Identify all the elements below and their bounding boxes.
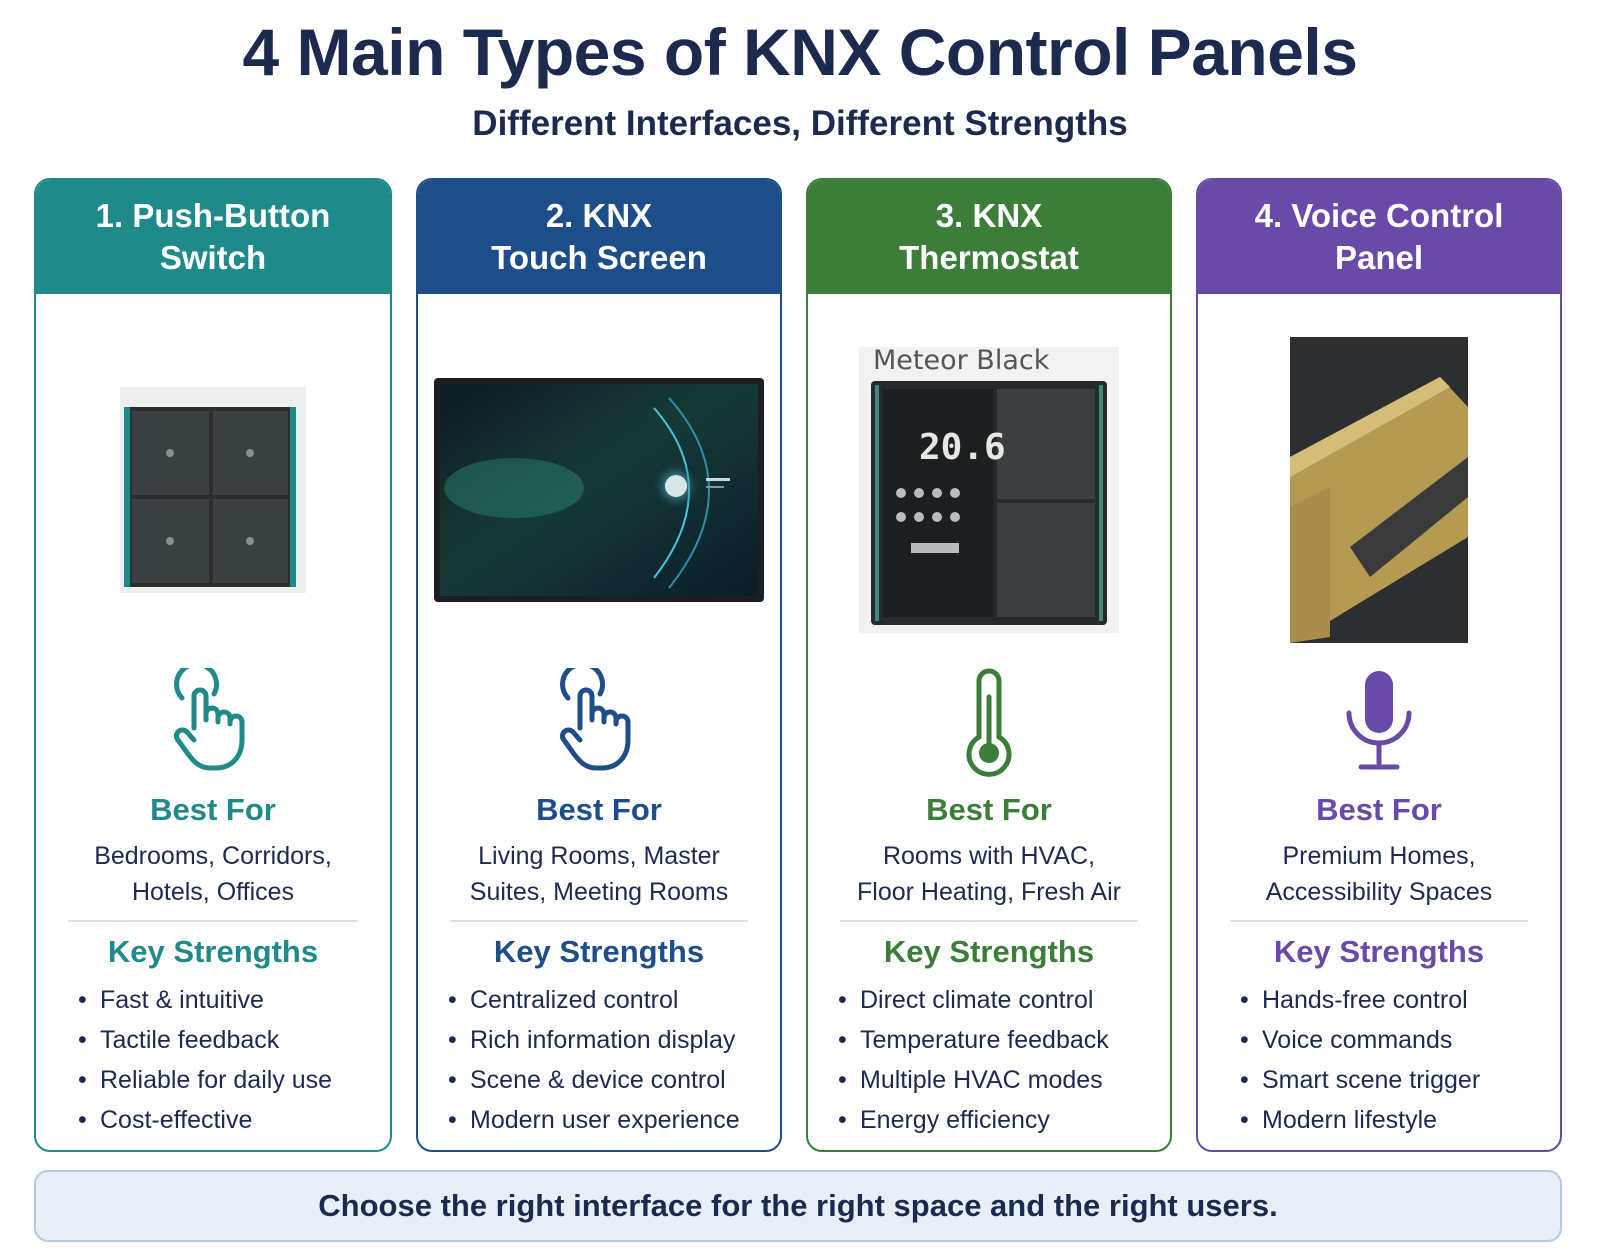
card-push-button-switch: 1. Push-Button Switch Best For Bedrooms,…: [34, 178, 392, 1152]
key-strength-item: Multiple HVAC modes: [838, 1060, 1162, 1100]
product-caption: Meteor Black: [873, 345, 1050, 376]
key-strength-item: Modern lifestyle: [1240, 1100, 1552, 1140]
key-strength-item: Reliable for daily use: [78, 1060, 382, 1100]
card-heading: 4. Voice Control Panel: [1254, 197, 1504, 276]
best-for-text: Living Rooms, Master Suites, Meeting Roo…: [469, 842, 729, 906]
card-voice-control-panel: 4. Voice Control Panel Best For Premium …: [1196, 178, 1562, 1152]
key-strengths-title: Key Strengths: [883, 934, 1095, 969]
key-strength-item: Rich information display: [448, 1020, 772, 1060]
key-strengths-title: Key Strengths: [107, 934, 319, 969]
microphone-icon: [1198, 660, 1560, 785]
divider: [840, 920, 1138, 922]
card-heading: 2. KNX Touch Screen: [491, 197, 707, 276]
key-strength-item: Energy efficiency: [838, 1100, 1162, 1140]
divider: [450, 920, 748, 922]
key-strength-item: Hands-free control: [1240, 980, 1552, 1020]
product-image-push-button-switch: [36, 320, 390, 660]
hand-pointer-icon: [418, 660, 780, 785]
product-image-voice-control-panel: [1198, 320, 1560, 660]
thermostat-reading: 20.6: [919, 427, 1006, 468]
card-header: 2. KNX Touch Screen: [418, 180, 780, 294]
divider: [68, 920, 358, 922]
best-for-title: Best For: [1316, 792, 1442, 827]
best-for-title: Best For: [926, 792, 1052, 827]
key-strength-item: Centralized control: [448, 980, 772, 1020]
product-image-knx-touch-screen: [418, 320, 780, 660]
card-knx-touch-screen: 2. KNX Touch Screen: [416, 178, 782, 1152]
best-for-title: Best For: [536, 792, 662, 827]
page-title: 4 Main Types of KNX Control Panels: [242, 15, 1358, 89]
best-for-text: Bedrooms, Corridors, Hotels, Offices: [94, 842, 332, 906]
card-header: 3. KNX Thermostat: [808, 180, 1170, 294]
card-heading: 3. KNX Thermostat: [899, 197, 1079, 276]
card-header: 1. Push-Button Switch: [36, 180, 390, 294]
key-strengths-list: Direct climate control Temperature feedb…: [838, 980, 1162, 1140]
key-strength-item: Cost-effective: [78, 1100, 382, 1140]
card-header: 4. Voice Control Panel: [1198, 180, 1560, 294]
key-strength-item: Scene & device control: [448, 1060, 772, 1100]
divider: [1230, 920, 1528, 922]
key-strengths-list: Centralized control Rich information dis…: [448, 980, 772, 1140]
footer-text: Choose the right interface for the right…: [318, 1188, 1278, 1223]
page-subtitle: Different Interfaces, Different Strength…: [472, 104, 1128, 143]
card-heading: 1. Push-Button Switch: [95, 197, 331, 276]
key-strength-item: Temperature feedback: [838, 1020, 1162, 1060]
key-strengths-list: Fast & intuitive Tactile feedback Reliab…: [78, 980, 382, 1140]
key-strength-item: Voice commands: [1240, 1020, 1552, 1060]
key-strength-item: Smart scene trigger: [1240, 1060, 1552, 1100]
best-for-text: Premium Homes, Accessibility Spaces: [1265, 842, 1493, 906]
product-image-knx-thermostat: Meteor Black 20.6: [808, 320, 1170, 660]
key-strengths-list: Hands-free control Voice commands Smart …: [1240, 980, 1552, 1140]
key-strength-item: Modern user experience: [448, 1100, 772, 1140]
key-strength-item: Tactile feedback: [78, 1020, 382, 1060]
best-for-title: Best For: [150, 792, 276, 827]
key-strengths-title: Key Strengths: [493, 934, 705, 969]
best-for-text: Rooms with HVAC, Floor Heating, Fresh Ai…: [857, 842, 1121, 906]
key-strength-item: Direct climate control: [838, 980, 1162, 1020]
key-strength-item: Fast & intuitive: [78, 980, 382, 1020]
footer-banner: Choose the right interface for the right…: [34, 1170, 1562, 1242]
thermometer-icon: [808, 660, 1170, 785]
card-knx-thermostat: 3. KNX Thermostat Meteor Black 20.6: [806, 178, 1172, 1152]
hand-pointer-icon: [36, 660, 390, 785]
key-strengths-title: Key Strengths: [1273, 934, 1485, 969]
